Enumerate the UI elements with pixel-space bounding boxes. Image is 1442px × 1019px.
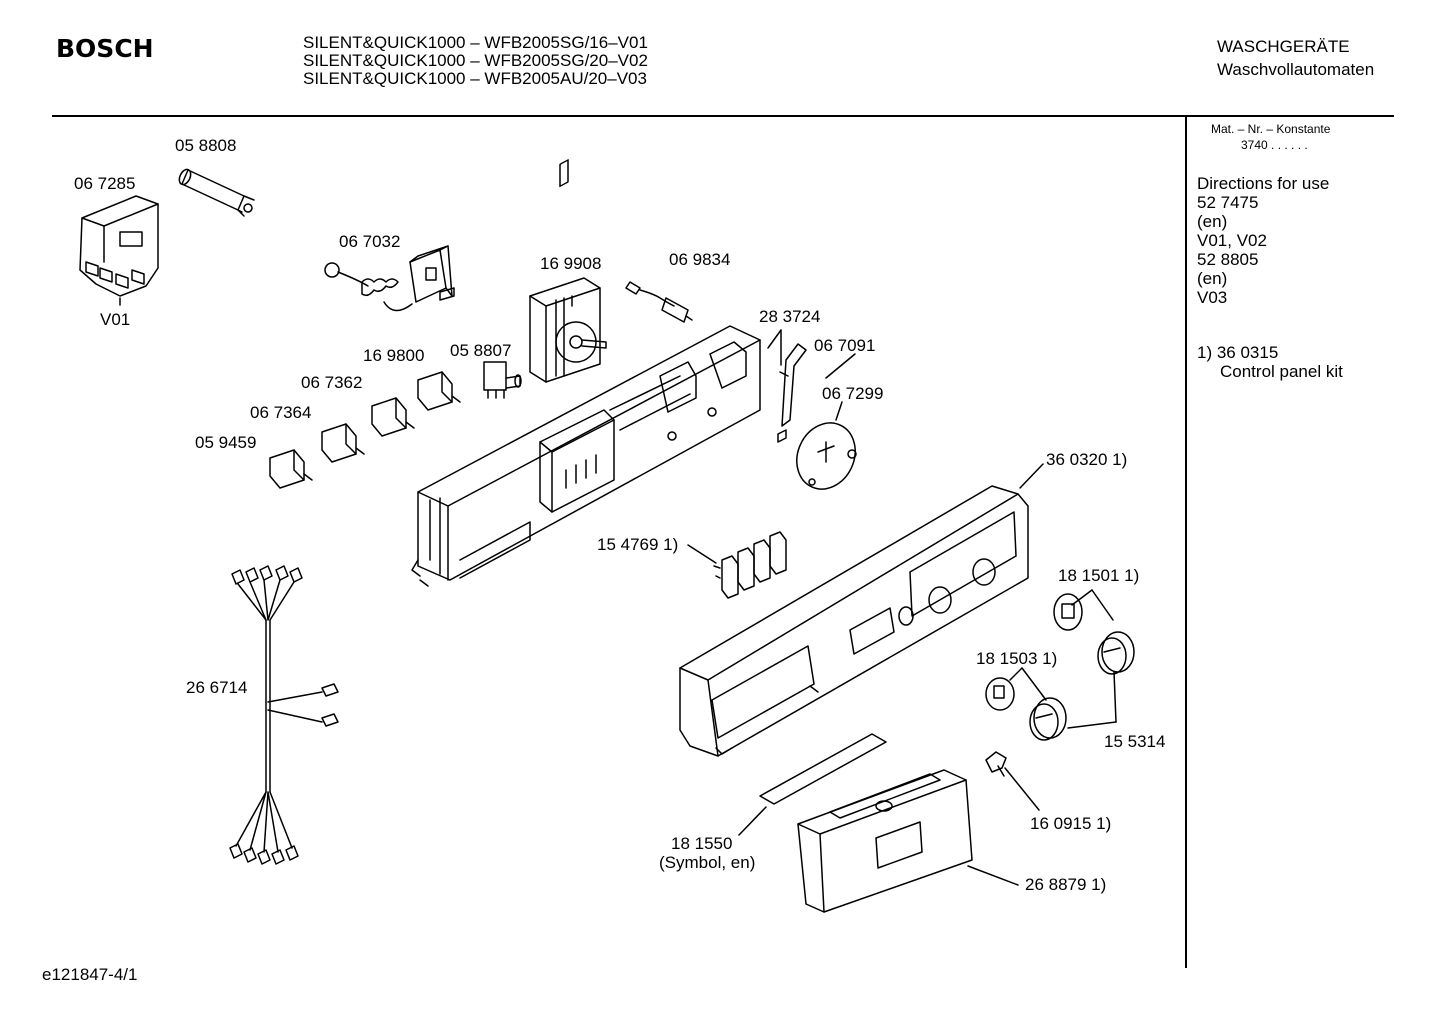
leader-lines (119, 297, 1117, 886)
part-label: 18 1550 (671, 834, 733, 853)
category-subtitle: Waschvollautomaten (1217, 60, 1375, 79)
buttons-part (713, 531, 787, 599)
directions-line: Directions for use (1197, 174, 1330, 193)
programmer-part (529, 277, 607, 383)
part-label: 06 7364 (250, 403, 312, 422)
directions-line: 52 8805 (1197, 250, 1259, 269)
category-block: WASCHGERÄTE Waschvollautomaten (1217, 35, 1374, 81)
directions-line: V01, V02 (1197, 231, 1267, 250)
part-label: 36 0320 1) (1046, 450, 1128, 469)
mat-nr-value: 3740 . . . . . . (1241, 138, 1308, 152)
fascia-part (679, 485, 1029, 757)
part-label: 28 3724 (759, 307, 821, 326)
drawer-handle-part (797, 769, 973, 913)
part-label: 06 7299 (822, 384, 884, 403)
part-label: 06 7285 (74, 174, 136, 193)
part-label: 16 9908 (540, 254, 602, 273)
brand-logo: BOSCH (56, 34, 154, 63)
directions-line: V03 (1197, 288, 1228, 307)
sensor-part (625, 281, 693, 323)
footnote-desc: Control panel kit (1220, 362, 1343, 381)
variant-label: V01 (100, 310, 131, 329)
switch-parts (269, 371, 461, 489)
directions-line: (en) (1197, 269, 1228, 288)
part-label: 15 5314 (1104, 732, 1166, 751)
category-title: WASCHGERÄTE (1217, 37, 1350, 56)
wire-harness-part (229, 565, 339, 865)
knob-parts (985, 593, 1135, 741)
part-label: 05 9459 (195, 433, 257, 452)
part-label: 26 8879 1) (1025, 875, 1107, 894)
part-label: 16 9800 (363, 346, 425, 365)
screw-part (985, 751, 1007, 777)
footnote-block: 1) 36 0315 Control panel kit (1197, 343, 1343, 381)
part-label: 16 0915 1) (1030, 814, 1112, 833)
mat-nr-label: Mat. – Nr. – Konstante (1211, 122, 1331, 136)
potentiometer-part (483, 361, 522, 399)
footnote-ref: 1) 36 0315 (1197, 343, 1279, 362)
part-label: 05 8807 (450, 341, 512, 360)
symbol-strip-part (759, 733, 887, 805)
model-line-2: SILENT&QUICK1000 – WFB2005SG/20–V02 (303, 51, 648, 70)
directions-line: 52 7475 (1197, 193, 1259, 212)
part-label: 06 7032 (339, 232, 401, 251)
header-divider (52, 115, 1394, 117)
part-label: 26 6714 (186, 678, 248, 697)
part-label: 18 1501 1) (1058, 566, 1140, 585)
drawing-id: e121847-4/1 (42, 965, 138, 984)
model-line-1: SILENT&QUICK1000 – WFB2005SG/16–V01 (303, 33, 648, 52)
part-label: 15 4769 1) (597, 535, 679, 554)
mat-nr-block: Mat. – Nr. – Konstante 3740 . . . . . . (1211, 121, 1330, 153)
part-label: (Symbol, en) (659, 853, 756, 872)
panel-frame-part (411, 159, 761, 587)
model-list: SILENT&QUICK1000 – WFB2005SG/16–V01 SILE… (303, 34, 648, 88)
part-label: 06 9834 (669, 250, 731, 269)
part-label: 06 7362 (301, 373, 363, 392)
directions-line: (en) (1197, 212, 1228, 231)
sidebar-divider (1185, 116, 1187, 968)
directions-block: Directions for use 52 7475 (en) V01, V02… (1197, 174, 1329, 307)
part-label: 18 1503 1) (976, 649, 1058, 668)
model-line-3: SILENT&QUICK1000 – WFB2005AU/20–V03 (303, 69, 647, 88)
part-label: 06 7091 (814, 336, 876, 355)
disc-part (796, 422, 857, 490)
lever-part (777, 343, 807, 443)
part-label: 05 8808 (175, 136, 237, 155)
bracket-part (79, 195, 159, 297)
thermostat-part (324, 245, 455, 312)
capacitor-part (178, 168, 255, 217)
